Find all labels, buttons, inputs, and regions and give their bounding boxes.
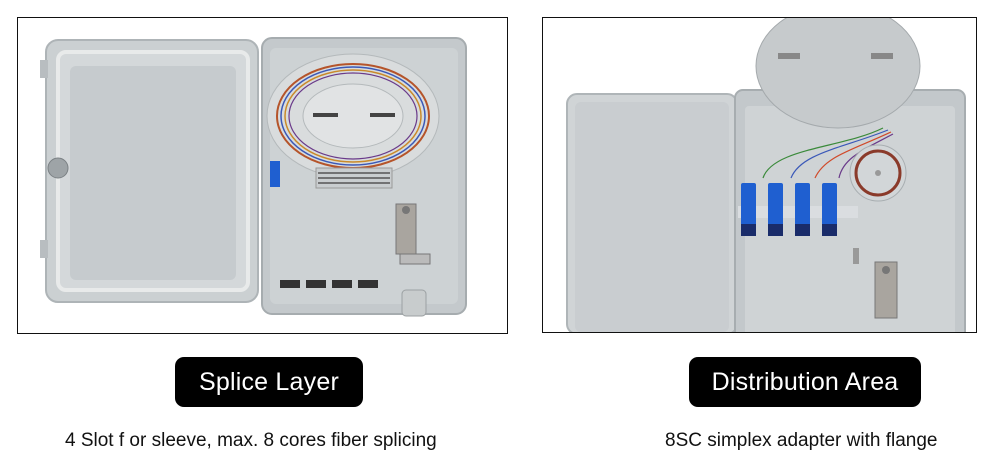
distribution-area-caption: 8SC simplex adapter with flange xyxy=(665,430,938,451)
distribution-area-label: Distribution Area xyxy=(689,357,921,407)
splice-layer-illustration xyxy=(40,37,467,317)
distribution-area-image xyxy=(542,17,977,333)
splice-layer-image xyxy=(17,17,508,334)
distribution-area-illustration xyxy=(566,18,966,332)
splice-layer-caption: 4 Slot f or sleeve, max. 8 cores fiber s… xyxy=(65,430,437,451)
splice-layer-label: Splice Layer xyxy=(175,357,363,407)
